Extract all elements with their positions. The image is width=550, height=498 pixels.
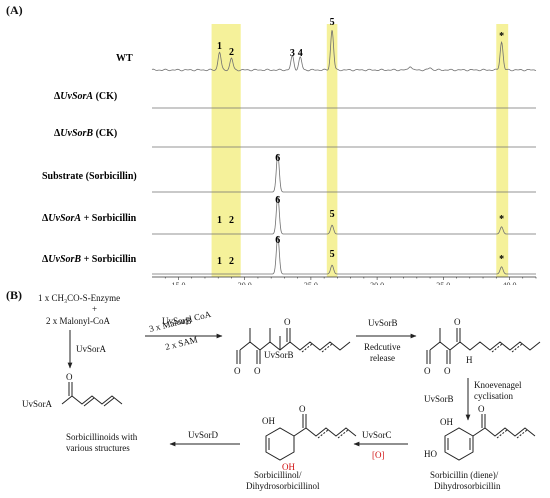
step4-oxidation: [O] [372, 450, 385, 460]
start-line1: 1 x CH₃CO-S-Enzyme [38, 293, 120, 303]
sorbicillin-oh-top: OH [440, 417, 453, 427]
svg-text:O: O [478, 404, 485, 414]
peak-label-wt-3: 4 [298, 48, 303, 59]
peak-label-asorb-3: 5 [330, 209, 335, 220]
step3-label1: Knoevenagel [474, 380, 522, 390]
step2-enzyme: UvSorB [368, 318, 398, 328]
x-tick-5: 40.0 [503, 281, 517, 285]
step1-sam: 2 x SAM [164, 334, 198, 352]
peak-label-asorb-4: * [499, 214, 504, 225]
peak-label-asorb-0: 1 [217, 215, 222, 226]
start-line2: 2 x Malonyl-CoA [46, 316, 110, 326]
aldehyde-chain [429, 341, 541, 351]
x-tick-0: 15.0 [171, 281, 185, 285]
panel-a-label: (A) [6, 3, 23, 17]
peak-label-asorb-2: 6 [275, 195, 280, 206]
trace-labels: WT ΔUvSorA (CK) ΔUvSorB (CK) Substrate (Sor… [42, 53, 137, 265]
final-line2: various structures [66, 443, 130, 453]
final-line1: Sorbicillinoids with [66, 432, 138, 442]
sorbicillin-name1: Sorbicillin (diene)/ [430, 470, 499, 480]
trace-label-5: ΔUvSorB + Sorbicillin [42, 254, 137, 265]
sorbicillinol-oh-red: OH [282, 462, 295, 472]
peak-label-wt-4: 5 [330, 17, 335, 28]
x-tick-2: 25.0 [304, 281, 318, 285]
peak-label-wt-2: 3 [290, 48, 295, 59]
peak-label-substrate-0: 6 [275, 153, 280, 164]
step4-enzyme: UvSorC [362, 430, 392, 440]
trace-line-3 [152, 153, 536, 193]
svg-text:O: O [424, 366, 431, 376]
chromatogram-panel: WT ΔUvSorA (CK) ΔUvSorB (CK) Substrate (Sor… [42, 17, 537, 285]
step1-enzyme: UvSorB [162, 316, 192, 326]
peak-label-wt-1: 2 [229, 47, 234, 58]
enzyme-uvsora: UvSorA [76, 344, 107, 354]
trace-label-3: Substrate (Sorbicillin) [42, 171, 137, 182]
aldehyde-h: H [466, 355, 473, 365]
highlight-band-1 [326, 24, 338, 277]
peak-label-bsorb-0: 1 [217, 256, 222, 267]
polyketide-chain [239, 341, 351, 351]
peak-label-bsorb-4: * [499, 254, 504, 265]
intermediate-uvsora: UvSorA [22, 399, 53, 409]
highlight-band-2 [496, 24, 509, 277]
sorbicillinol-ring [265, 427, 295, 461]
sorbicillin-ring [444, 427, 474, 461]
trace-line-5 [152, 235, 536, 275]
svg-text:O: O [254, 366, 261, 376]
peak-label-bsorb-2: 6 [275, 235, 280, 246]
svg-text:O: O [444, 366, 451, 376]
step3-label2: cyclisation [474, 391, 513, 401]
svg-text:O: O [454, 317, 461, 327]
sorbicillin-oh-bottom: HO [424, 449, 437, 459]
highlight-band-0 [211, 24, 241, 277]
x-tick-3: 30.0 [370, 281, 384, 285]
sorbicillinol-name2: Dihydrosorbicillinol [246, 481, 320, 491]
x-tick-4: 35.0 [436, 281, 450, 285]
peak-label-wt-0: 1 [217, 41, 222, 52]
svg-text:O: O [299, 404, 306, 414]
step2-label1: Redcutive [364, 342, 401, 352]
trace-lines [151, 30, 537, 275]
peak-label-bsorb-1: 2 [229, 256, 234, 267]
step3-enzyme: UvSorB [424, 394, 454, 404]
trace-label-4: ΔUvSorA + Sorbicillin [42, 213, 137, 224]
trace-line-0 [151, 30, 537, 72]
peak-label-wt-5: * [499, 31, 504, 42]
sorbicillinol-oh: OH [262, 416, 275, 426]
peak-label-asorb-1: 2 [229, 215, 234, 226]
trace-label-1: ΔUvSorA (CK) [54, 91, 117, 102]
svg-text:O: O [234, 366, 241, 376]
trace-line-4 [152, 195, 536, 235]
step5-enzyme: UvSorD [188, 430, 219, 440]
step2-label2: release [370, 353, 395, 363]
x-tick-1: 20.0 [238, 281, 252, 285]
sorbicillinol-name1: Sorbicillinol/ [254, 470, 302, 480]
step1-malonyl: 3 x Malonyl CoA [148, 309, 212, 334]
svg-text:O: O [66, 372, 73, 382]
peak-label-bsorb-3: 5 [330, 249, 335, 260]
sorbicillin-name2: Dihydrosorbicillin [434, 481, 501, 491]
start-plus: + [92, 304, 97, 314]
x-axis: 15.0 20.0 25.0 30.0 35.0 40.0 [152, 276, 537, 285]
trace-label-2: ΔUvSorB (CK) [54, 128, 117, 139]
biosynthesis-scheme: 1 x CH₃CO-S-Enzyme + 2 x Malonyl-CoA UvS… [22, 293, 541, 491]
svg-text:O: O [284, 317, 291, 327]
trace-label-0: WT [116, 53, 133, 64]
intermediate-uvsorb: UvSorB [264, 350, 294, 360]
panel-b-label: (B) [6, 288, 22, 302]
highlight-bands [211, 24, 509, 277]
